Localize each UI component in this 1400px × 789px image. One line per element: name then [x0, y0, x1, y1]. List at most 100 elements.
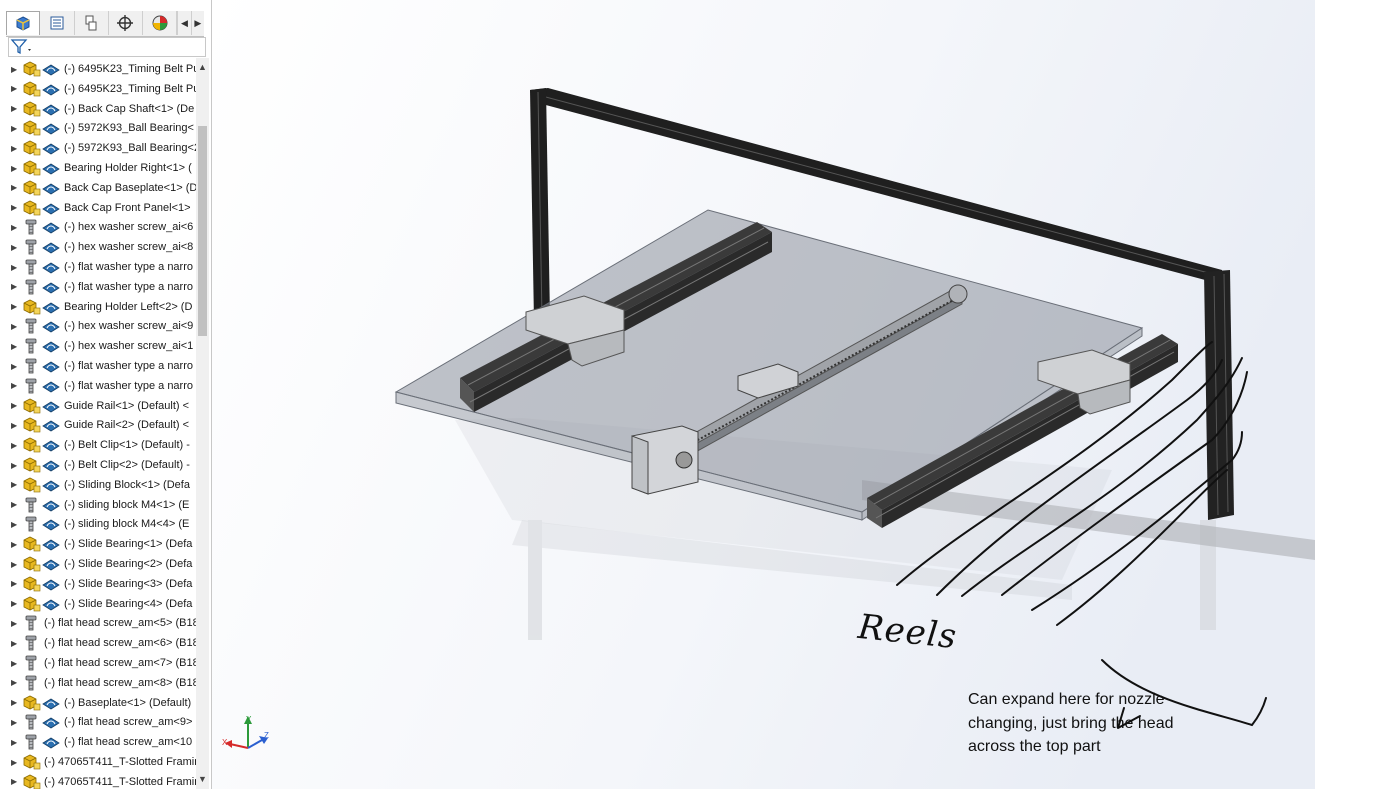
tree-item[interactable]: ▶(-) hex washer screw_ai<9 — [6, 316, 196, 336]
tree-item[interactable]: ▶(-) Slide Bearing<4> (Defa — [6, 594, 196, 614]
expand-arrow-icon[interactable]: ▶ — [11, 599, 18, 609]
mate-reference-icon — [41, 417, 61, 433]
tree-item[interactable]: ▶(-) Belt Clip<1> (Default) - — [6, 435, 196, 455]
expand-arrow-icon[interactable]: ▶ — [11, 717, 18, 727]
expand-arrow-icon[interactable]: ▶ — [11, 282, 18, 292]
part-icon — [21, 299, 41, 315]
tree-item[interactable]: ▶(-) hex washer screw_ai<6 — [6, 217, 196, 237]
tree-item[interactable]: ▶(-) flat washer type a narro — [6, 277, 196, 297]
tree-item[interactable]: ▶(-) flat washer type a narro — [6, 257, 196, 277]
expand-arrow-icon[interactable]: ▶ — [11, 183, 18, 193]
expand-arrow-icon[interactable]: ▶ — [11, 519, 18, 529]
tree-item[interactable]: ▶(-) flat washer type a narro — [6, 356, 196, 376]
tree-item[interactable]: ▶(-) flat head screw_am<8> (B18 — [6, 673, 196, 693]
expand-arrow-icon[interactable]: ▶ — [11, 500, 18, 510]
expand-arrow-icon[interactable]: ▶ — [11, 539, 18, 549]
screw-icon — [21, 259, 41, 275]
tree-item-label: (-) 6495K23_Timing Belt Pu — [64, 82, 196, 95]
expand-arrow-icon[interactable]: ▶ — [11, 104, 18, 114]
expand-arrow-icon[interactable]: ▶ — [11, 123, 18, 133]
tab-scroll-left-icon[interactable]: ◀ — [177, 11, 190, 35]
expand-arrow-icon[interactable]: ▶ — [11, 302, 18, 312]
filter-icon[interactable] — [10, 38, 34, 56]
expand-arrow-icon[interactable]: ▶ — [11, 777, 18, 787]
feature-manager-tab[interactable] — [6, 11, 41, 35]
tree-item[interactable]: ▶(-) flat head screw_am<9> — [6, 712, 196, 732]
scrollbar-thumb[interactable] — [198, 126, 207, 336]
screw-icon — [21, 358, 41, 374]
graphics-viewport[interactable] — [212, 0, 1315, 789]
tree-item[interactable]: ▶(-) Belt Clip<2> (Default) - — [6, 455, 196, 475]
configuration-manager-tab[interactable] — [75, 11, 109, 35]
expand-arrow-icon[interactable]: ▶ — [11, 559, 18, 569]
tree-item[interactable]: ▶(-) Slide Bearing<3> (Defa — [6, 574, 196, 594]
tree-item[interactable]: ▶(-) 6495K23_Timing Belt Pu — [6, 59, 196, 79]
tree-item[interactable]: ▶(-) sliding block M4<1> (E — [6, 495, 196, 515]
tree-item[interactable]: ▶(-) Back Cap Shaft<1> (De — [6, 99, 196, 119]
triad-z-arrow-icon — [259, 736, 268, 744]
expand-arrow-icon[interactable]: ▶ — [11, 460, 18, 470]
expand-arrow-icon[interactable]: ▶ — [11, 658, 18, 668]
tree-item[interactable]: ▶ Guide Rail<2> (Default) < — [6, 415, 196, 435]
expand-arrow-icon[interactable]: ▶ — [11, 381, 18, 391]
expand-arrow-icon[interactable]: ▶ — [11, 420, 18, 430]
feature-tree-scrollbar[interactable]: ▲ ▼ — [196, 58, 209, 789]
tree-item[interactable]: ▶(-) 5972K93_Ball Bearing<2 — [6, 138, 196, 158]
display-manager-tab[interactable] — [143, 11, 178, 35]
tree-item[interactable]: ▶Guide Rail<1> (Default) < — [6, 396, 196, 416]
expand-arrow-icon[interactable]: ▶ — [11, 579, 18, 589]
tree-item[interactable]: ▶(-) 5972K93_Ball Bearing< — [6, 118, 196, 138]
scroll-up-icon[interactable]: ▲ — [198, 62, 207, 72]
part-icon — [21, 556, 41, 572]
expand-arrow-icon[interactable]: ▶ — [11, 203, 18, 213]
expand-arrow-icon[interactable]: ▶ — [11, 262, 18, 272]
expand-arrow-icon[interactable]: ▶ — [11, 242, 18, 252]
triad-x-axis — [229, 743, 249, 749]
tree-item[interactable]: ▶(-) Baseplate<1> (Default) — [6, 693, 196, 713]
tree-item[interactable]: ▶(-) Sliding Block<1> (Defa — [6, 475, 196, 495]
tree-item[interactable]: ▶(-) Slide Bearing<2> (Defa — [6, 554, 196, 574]
tree-item[interactable]: ▶Bearing Holder Left<2> (D — [6, 297, 196, 317]
expand-arrow-icon[interactable]: ▶ — [11, 757, 18, 767]
tree-item[interactable]: ▶(-) flat head screw_am<6> (B18 — [6, 633, 196, 653]
tab-scroll-right-icon[interactable]: ▶ — [190, 11, 204, 35]
tree-item[interactable]: ▶Back Cap Front Panel<1> — [6, 198, 196, 218]
expand-arrow-icon[interactable]: ▶ — [11, 361, 18, 371]
tree-item[interactable]: ▶Bearing Holder Right<1> ( — [6, 158, 196, 178]
expand-arrow-icon[interactable]: ▶ — [11, 341, 18, 351]
expand-arrow-icon[interactable]: ▶ — [11, 321, 18, 331]
property-manager-tab[interactable] — [40, 11, 75, 35]
tree-item[interactable]: ▶(-) hex washer screw_ai<1 — [6, 336, 196, 356]
tree-item[interactable]: ▶(-) Slide Bearing<1> (Defa — [6, 534, 196, 554]
tree-item[interactable]: ▶(-) flat washer type a narro — [6, 376, 196, 396]
expand-arrow-icon[interactable]: ▶ — [11, 440, 18, 450]
expand-arrow-icon[interactable]: ▶ — [11, 143, 18, 153]
expand-arrow-icon[interactable]: ▶ — [11, 737, 18, 747]
tree-item[interactable]: ▶(-) flat head screw_am<5> (B18 — [6, 613, 196, 633]
tree-filter-bar[interactable] — [8, 37, 206, 57]
tree-item[interactable]: ▶(-) sliding block M4<4> (E — [6, 514, 196, 534]
dimxpert-manager-tab[interactable] — [109, 11, 144, 35]
tree-item[interactable]: ▶(-) flat head screw_am<10 — [6, 732, 196, 752]
display-manager-icon — [152, 15, 168, 31]
expand-arrow-icon[interactable]: ▶ — [11, 222, 18, 232]
expand-arrow-icon[interactable]: ▶ — [11, 638, 18, 648]
expand-arrow-icon[interactable]: ▶ — [11, 698, 18, 708]
expand-arrow-icon[interactable]: ▶ — [11, 84, 18, 94]
tree-item[interactable]: ▶ (-) 6495K23_Timing Belt Pu — [6, 79, 196, 99]
tree-item-label: Guide Rail<2> (Default) < — [64, 419, 190, 432]
scroll-down-icon[interactable]: ▼ — [198, 774, 207, 784]
feature-tree: ▶(-) 6495K23_Timing Belt Pu▶(-) 6495K23_… — [6, 58, 196, 789]
mate-reference-icon — [41, 398, 61, 414]
tree-item[interactable]: ▶(-) 47065T411_T-Slotted Framin — [6, 772, 196, 789]
expand-arrow-icon[interactable]: ▶ — [11, 163, 18, 173]
tree-item[interactable]: ▶(-) flat head screw_am<7> (B18 — [6, 653, 196, 673]
tree-item[interactable]: ▶(-) hex washer screw_ai<8 — [6, 237, 196, 257]
tree-item[interactable]: ▶(-) 47065T411_T-Slotted Framin — [6, 752, 196, 772]
tree-item[interactable]: ▶Back Cap Baseplate<1> (D — [6, 178, 196, 198]
expand-arrow-icon[interactable]: ▶ — [11, 678, 18, 688]
expand-arrow-icon[interactable]: ▶ — [11, 64, 18, 74]
expand-arrow-icon[interactable]: ▶ — [11, 618, 18, 628]
expand-arrow-icon[interactable]: ▶ — [11, 480, 18, 490]
expand-arrow-icon[interactable]: ▶ — [11, 401, 18, 411]
